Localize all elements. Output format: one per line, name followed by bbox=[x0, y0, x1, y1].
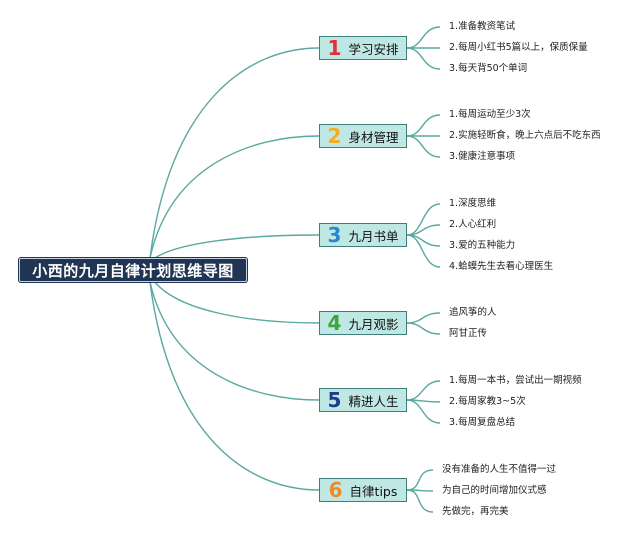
root-connector-6 bbox=[149, 281, 320, 491]
leaf-3-4[interactable]: 4.蛤蟆先生去看心理医生 bbox=[449, 261, 554, 272]
branch-node-2[interactable]: 2 身材管理 bbox=[319, 124, 407, 148]
leaf-1-1[interactable]: 1.准备教资笔试 bbox=[449, 21, 516, 32]
leaf-6-2[interactable]: 为自己的时间增加仪式感 bbox=[442, 485, 547, 496]
root-connector-1 bbox=[149, 47, 320, 259]
branch-label-1: 学习安排 bbox=[348, 41, 399, 57]
branch-number-2: 2 bbox=[327, 124, 342, 148]
branch-label-6: 自律tips bbox=[349, 483, 398, 499]
leaf-5-2[interactable]: 2.每周家教3~5次 bbox=[449, 396, 526, 407]
branch-label-3: 九月书单 bbox=[348, 228, 399, 244]
leaf-1-2[interactable]: 2.每周小红书5篇以上，保质保量 bbox=[449, 42, 588, 53]
leaf-6-3[interactable]: 先做完，再完美 bbox=[442, 506, 509, 517]
branch-label-4: 九月观影 bbox=[348, 316, 399, 332]
leaf-connector-5-3 bbox=[406, 399, 441, 424]
leaf-1-3[interactable]: 3.每天背50个单词 bbox=[449, 63, 528, 74]
leaf-5-3[interactable]: 3.每周复盘总结 bbox=[449, 417, 516, 428]
leaf-4-2[interactable]: 阿甘正传 bbox=[449, 328, 488, 339]
leaf-2-1[interactable]: 1.每周运动至少3次 bbox=[449, 109, 531, 120]
branch-number-4: 4 bbox=[327, 311, 342, 335]
branch-node-3[interactable]: 3 九月书单 bbox=[319, 223, 407, 247]
branch-label-5: 精进人生 bbox=[348, 393, 399, 409]
leaf-connector-4-2 bbox=[406, 322, 441, 335]
branch-node-4[interactable]: 4 九月观影 bbox=[319, 311, 407, 335]
branch-number-5: 5 bbox=[327, 388, 342, 412]
root-connector-2 bbox=[149, 135, 320, 259]
leaf-4-1[interactable]: 追风筝的人 bbox=[449, 307, 497, 318]
leaf-3-2[interactable]: 2.人心红利 bbox=[449, 219, 497, 230]
leaf-connector-6-1 bbox=[406, 469, 434, 491]
branch-node-1[interactable]: 1 学习安排 bbox=[319, 36, 407, 60]
leaf-2-3[interactable]: 3.健康注意事项 bbox=[449, 151, 516, 162]
leaf-connector-3-4 bbox=[406, 234, 441, 268]
leaf-5-1[interactable]: 1.每周一本书，尝试出一期视频 bbox=[449, 375, 582, 386]
root-connector-3 bbox=[149, 234, 320, 263]
branch-number-1: 1 bbox=[327, 36, 342, 60]
leaf-2-2[interactable]: 2.实施轻断食，晚上六点后不吃东西 bbox=[449, 130, 601, 141]
leaf-6-1[interactable]: 没有准备的人生不值得一过 bbox=[442, 464, 557, 475]
leaf-connector-1-3 bbox=[406, 47, 441, 70]
leaf-3-1[interactable]: 1.深度思维 bbox=[449, 198, 497, 209]
branch-node-5[interactable]: 5 精进人生 bbox=[319, 388, 407, 412]
leaf-connector-1-1 bbox=[406, 26, 441, 49]
branch-label-2: 身材管理 bbox=[348, 129, 399, 145]
leaf-connector-4-1 bbox=[406, 312, 441, 324]
root-connector-5 bbox=[149, 281, 320, 401]
leaf-connector-2-1 bbox=[406, 114, 441, 137]
leaf-connector-6-3 bbox=[406, 489, 434, 513]
root-node[interactable]: 小西的九月自律计划思维导图 bbox=[19, 258, 247, 282]
branch-number-3: 3 bbox=[327, 223, 342, 247]
leaf-connector-2-3 bbox=[406, 135, 441, 158]
branch-node-6[interactable]: 6 自律tips bbox=[319, 478, 407, 502]
root-connector-4 bbox=[149, 274, 320, 324]
branch-number-6: 6 bbox=[328, 478, 343, 502]
leaf-3-3[interactable]: 3.爱的五种能力 bbox=[449, 240, 516, 251]
root-title: 小西的九月自律计划思维导图 bbox=[32, 261, 234, 280]
leaf-connector-5-1 bbox=[406, 380, 441, 401]
